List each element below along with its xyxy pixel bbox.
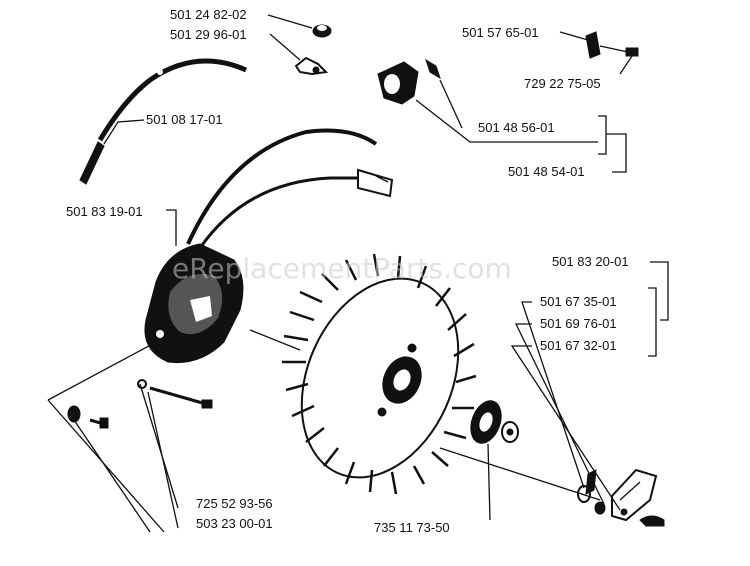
washer-part xyxy=(470,400,519,444)
flywheel-part xyxy=(282,253,477,495)
part-number-501-24-82-02: 501 24 82-02 xyxy=(170,7,247,22)
ignition-module-part xyxy=(144,243,244,364)
part-number-501-48-54-01: 501 48 54-01 xyxy=(508,164,585,179)
part-number-501-83-19-01: 501 83 19-01 xyxy=(66,204,143,219)
part-number-501-69-76-01: 501 69 76-01 xyxy=(540,316,617,331)
plug-boot-part xyxy=(377,58,441,105)
part-number-501-48-56-01: 501 48 56-01 xyxy=(478,120,555,135)
part-number-501-83-20-01: 501 83 20-01 xyxy=(552,254,629,269)
part-number-729-22-75-05: 729 22 75-05 xyxy=(524,76,601,91)
part-number-725-52-93-56: 725 52 93-56 xyxy=(196,496,273,511)
leader-lines xyxy=(47,14,669,533)
switch-part xyxy=(585,31,639,59)
part-number-503-23-00-01: 503 23 00-01 xyxy=(196,516,273,531)
ignition-cable-part xyxy=(79,58,248,185)
part-number-501-67-35-01: 501 67 35-01 xyxy=(540,294,617,309)
part-number-501-57-65-01: 501 57 65-01 xyxy=(462,25,539,40)
nut-part xyxy=(312,24,332,38)
part-number-501-08-17-01: 501 08 17-01 xyxy=(146,112,223,127)
module-wires xyxy=(186,128,394,249)
part-number-501-29-96-01: 501 29 96-01 xyxy=(170,27,247,42)
clip-part xyxy=(294,56,329,76)
part-number-735-11-73-50: 735 11 73-50 xyxy=(374,520,450,535)
screw-part xyxy=(67,379,213,429)
part-number-501-67-32-01: 501 67 32-01 xyxy=(540,338,617,353)
watermark: eReplacementParts.com xyxy=(172,252,512,285)
